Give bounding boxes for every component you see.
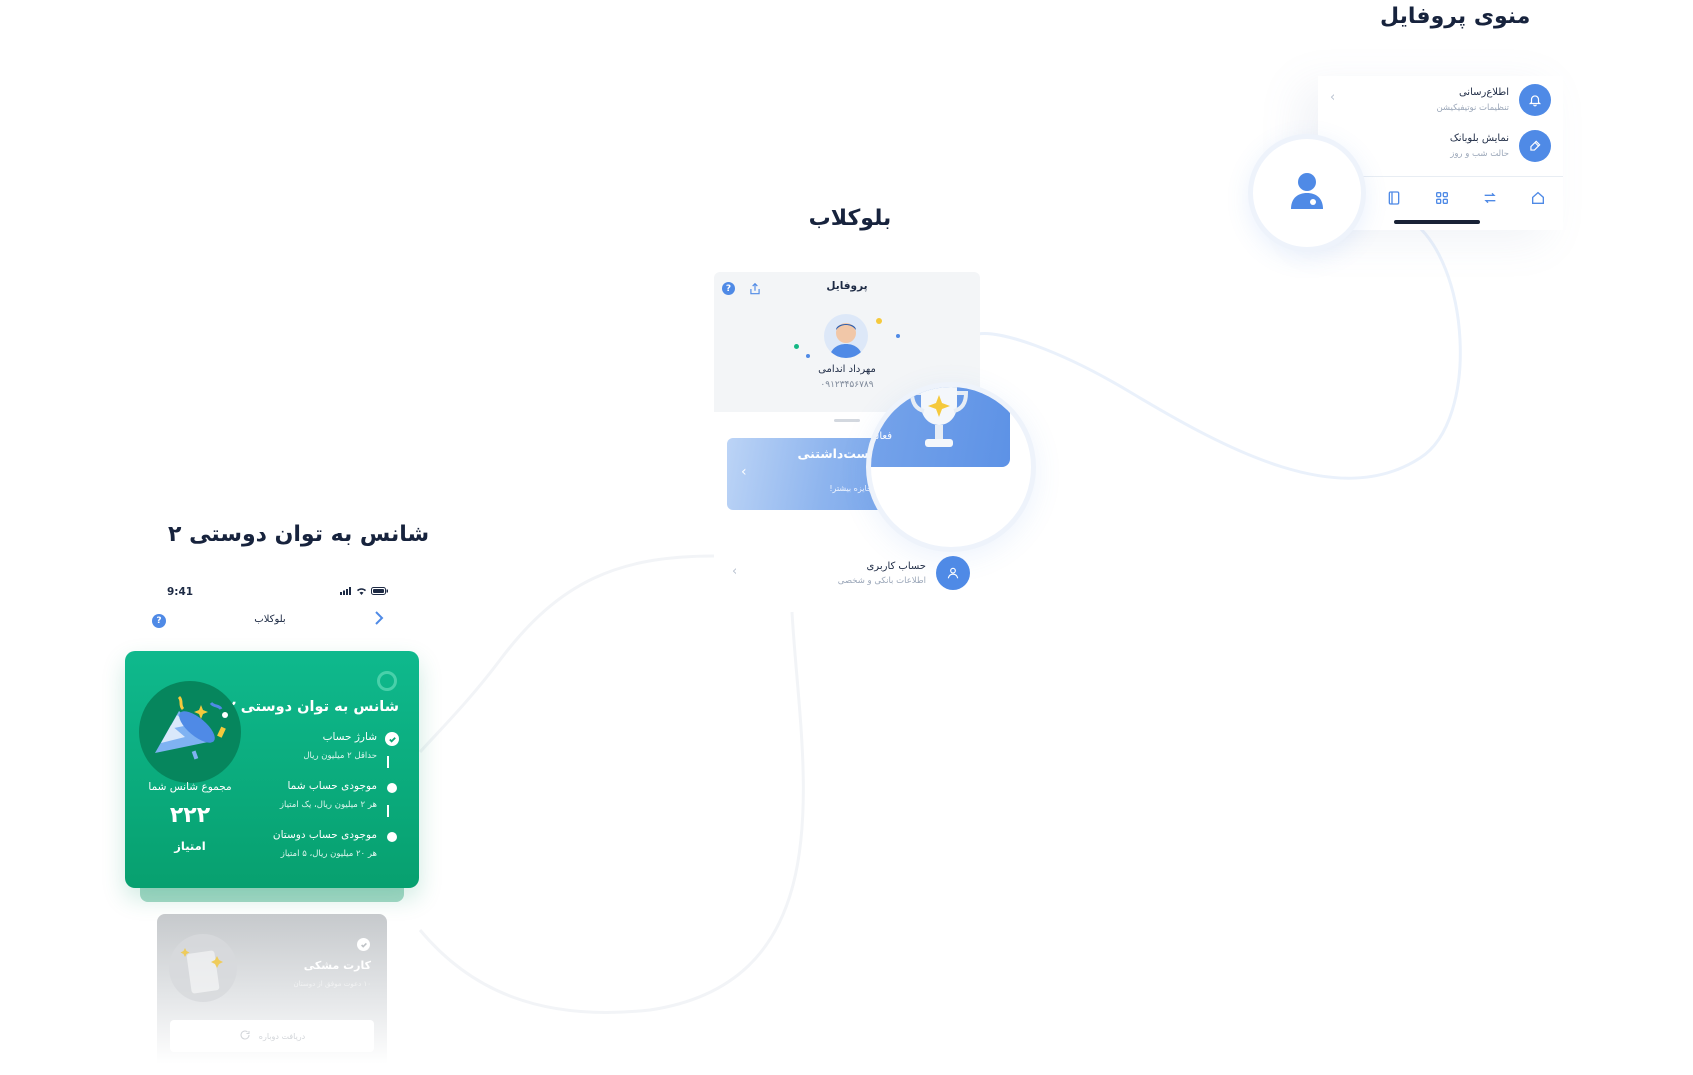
receive-again-button[interactable]: دریافت دوباره [170,1020,374,1052]
step-dot-icon [387,783,397,793]
step-title: موجودی حساب شما [287,780,377,792]
step-connector [387,756,389,768]
user-phone: ۰۹۱۲۳۴۵۶۷۸۹ [820,380,874,390]
connector-chance [418,611,805,1014]
help-icon[interactable]: ? [152,614,166,628]
check-icon [357,938,370,951]
menu-item-title: نمایش بلوبانک [1449,133,1509,144]
section-title-chance: شانس به توان دوستی ۲ [168,522,430,547]
menu-item-subtitle: تنظیمات نوتیفیکیشن [1436,103,1509,113]
confetti-dot [876,318,882,324]
total-chance-label: مجموع شانس شما [148,781,232,793]
step-title: شارژ حساب [322,731,377,743]
party-popper-icon [139,681,241,783]
confetti-dot [806,354,810,358]
help-icon[interactable]: ? [722,282,735,295]
chevron-left-icon[interactable]: ‹ [1330,90,1336,105]
account-subtitle: اطلاعات بانکی و شخصی [837,575,926,586]
step-item: موجودی حساب شما هر ۲ میلیون ریال، یک امت… [280,780,399,810]
step-subtitle: هر ۲۰ میلیون ریال، ۵ امتیاز [280,849,377,859]
step-subtitle: هر ۲ میلیون ریال، یک امتیاز [279,800,377,810]
rewards-zoom-lens: جوایز دوست‌داشتنی بلوکلاب فعالیت بیشتر، … [866,382,1036,552]
zoomed-banner-subtitle: فعالیت بیشتر، جایزه بیشتر! [866,431,892,442]
page-title: پروفایل [826,280,868,292]
account-title: حساب کاربری [866,560,926,572]
bottom-tab-bar [1318,176,1563,209]
confetti-dot [794,344,799,349]
card-title: شانس به توان دوستی ۲ [227,699,399,715]
card-title: کارت مشکی [303,959,371,972]
home-icon[interactable] [1527,187,1549,209]
card-subtitle: ۱۰ دعوت موفق از دوستان [293,980,371,988]
battery-icon [371,587,388,595]
connector-profile-menu [977,218,1462,480]
step-title: موجودی حساب دوستان [272,829,377,841]
card-reward-art [169,934,237,1002]
section-title-profile-menu: منوی پروفایل [1380,4,1531,29]
confetti-dot [896,334,900,338]
trophy-icon [907,387,971,461]
friendship-chance-card[interactable]: شانس به توان دوستی ۲ شارژ حساب حداقل ۲ م… [125,651,419,888]
zoomed-banner-title: جوایز دوست‌داشتنی بلوکلاب [871,387,892,405]
step-dot-icon [387,832,397,842]
transfer-icon[interactable] [1479,187,1501,209]
step-item: موجودی حساب دوستان هر ۲۰ میلیون ریال، ۵ … [273,829,399,859]
wifi-icon [357,588,366,595]
profile-menu-card: اطلاع‌رسانی تنظیمات نوتیفیکیشن ‹ نمایش ب… [1318,76,1563,230]
user-account-item[interactable]: حساب کاربری اطلاعات بانکی و شخصی [820,555,970,591]
step-subtitle: حداقل ۲ میلیون ریال [303,751,377,761]
share-icon[interactable] [748,281,762,300]
connector-chance-upper [418,554,715,754]
user-name: مهرداد اندامی [818,364,876,375]
signal-icon [340,587,351,595]
services-grid-icon[interactable] [1431,187,1453,209]
nav-title: بلوکلاب [254,614,286,625]
home-indicator [1394,220,1480,224]
avatar[interactable] [824,314,868,358]
refresh-icon [239,1029,251,1043]
total-chance-unit: امتیاز [174,839,206,853]
check-icon [385,732,399,746]
chevron-right-icon[interactable] [374,610,384,630]
book-icon[interactable] [1383,187,1405,209]
brush-icon [1519,130,1551,162]
profile-header-panel: پروفایل ? مهرداد اندامی ۰۹۱۲۳۴۵۶۷۸۹ [714,272,980,412]
section-title-blueclub: بلوکلاب [808,206,892,231]
user-icon [1289,171,1325,215]
step-item: شارژ حساب حداقل ۲ میلیون ریال [303,731,399,761]
menu-item-display[interactable]: نمایش بلوبانک حالت شب و روز [1450,130,1551,162]
button-label: دریافت دوباره [258,1031,306,1041]
user-icon [936,556,970,590]
status-bar-icons [340,587,388,595]
chevron-left-icon[interactable]: ‹ [732,564,738,579]
avatar-zoom-lens [1248,134,1366,252]
menu-item-title: اطلاع‌رسانی [1458,87,1509,98]
sheet-handle[interactable] [834,419,860,422]
chevron-left-icon: ‹ [741,464,747,480]
ring-icon [377,671,397,691]
total-chance-value: ۲۲۲ [169,803,211,828]
bell-icon [1519,84,1551,116]
black-card-reward[interactable]: کارت مشکی ۱۰ دعوت موفق از دوستان دریافت … [157,914,387,1064]
menu-item-notifications[interactable]: اطلاع‌رسانی تنظیمات نوتیفیکیشن [1436,84,1551,116]
step-connector [387,805,389,817]
menu-item-subtitle: حالت شب و روز [1450,149,1509,159]
status-bar-time: 9:41 [167,586,194,598]
